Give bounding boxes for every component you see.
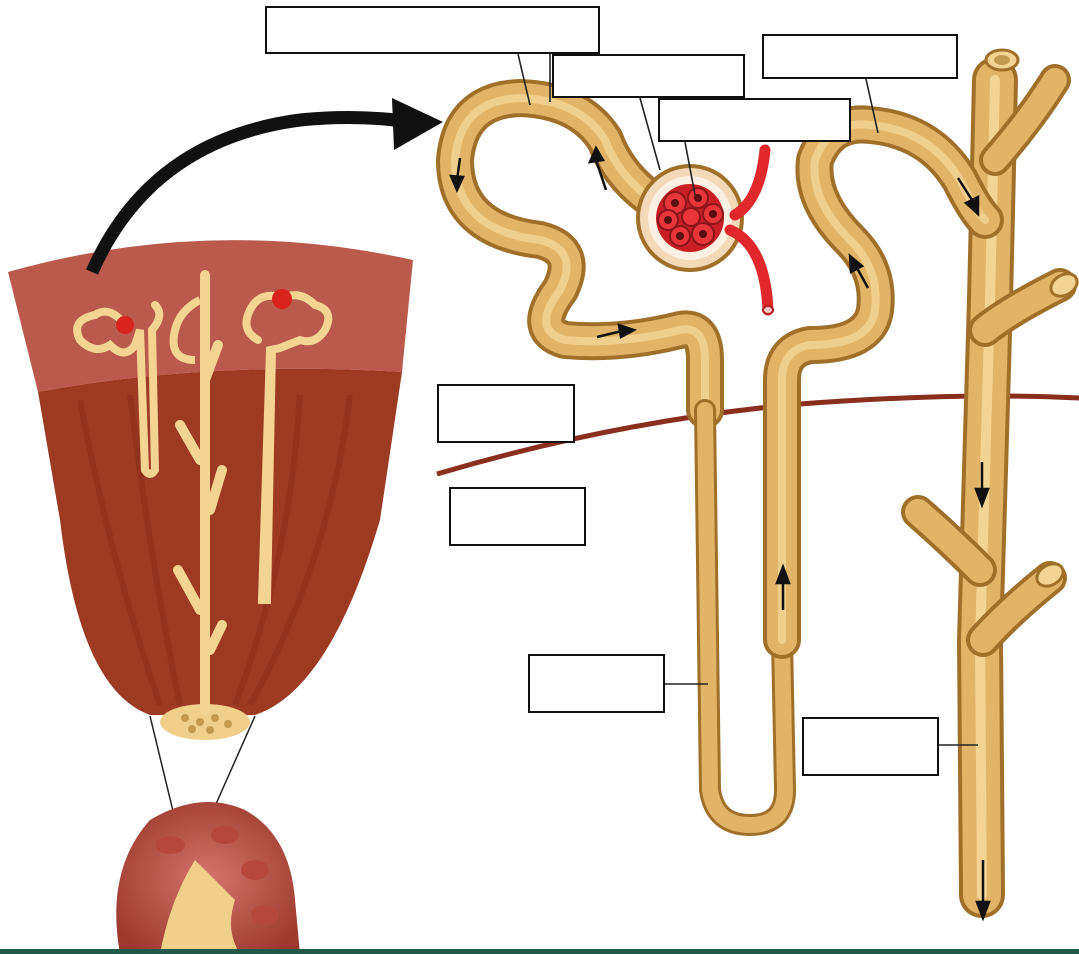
label-box-cortex[interactable] bbox=[437, 384, 575, 443]
glomerulus bbox=[656, 184, 724, 252]
label-box-top-right[interactable] bbox=[762, 34, 958, 79]
small-glomerulus-right bbox=[272, 289, 292, 309]
label-box-glomerulus[interactable] bbox=[658, 98, 851, 142]
label-box-collecting-duct[interactable] bbox=[802, 717, 939, 776]
renal-pyramid-section bbox=[8, 240, 413, 740]
label-box-top-middle[interactable] bbox=[552, 54, 745, 98]
small-glomerulus-left bbox=[116, 316, 134, 334]
afferent-arteriole bbox=[735, 150, 765, 215]
label-box-medulla[interactable] bbox=[449, 487, 586, 546]
label-box-top-left[interactable] bbox=[265, 6, 600, 54]
renal-corpuscle bbox=[638, 150, 773, 314]
bottom-border-strip bbox=[0, 949, 1079, 954]
kidney-illustration bbox=[116, 802, 300, 954]
label-box-loop[interactable] bbox=[528, 654, 665, 713]
